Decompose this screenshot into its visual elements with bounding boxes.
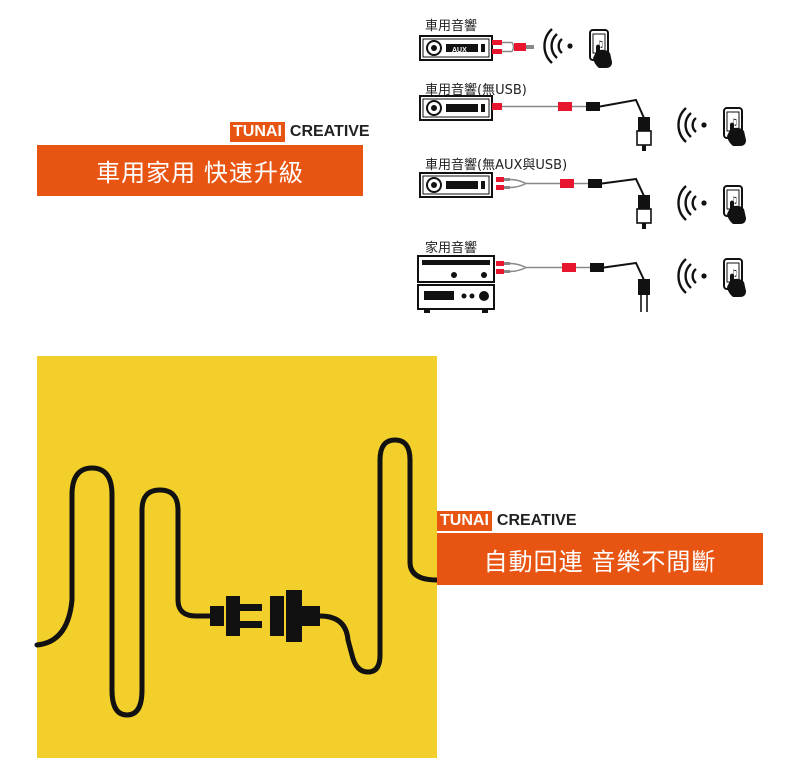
brand-creative-bottom: CREATIVE [496,512,577,529]
label-home-audio: 家用音響 [425,241,478,256]
aux-tag: AUX [452,47,467,54]
banner-top: 車用家用 快速升級 [37,145,363,196]
row-car-audio-no-usb-diagram [419,95,747,151]
row-car-audio-diagram: AUX [419,27,613,69]
brand-creative: CREATIVE [289,123,370,140]
plug-illustration-panel [37,356,437,758]
label-car-audio-no-usb: 車用音響(無USB) [425,83,527,98]
label-car-audio: 車用音響 [425,19,478,34]
brand-tunai-bottom: TUNAI [437,511,492,531]
brand-logo-bottom: TUNAI CREATIVE [437,511,577,531]
socket-icon [270,590,320,642]
banner-bottom: 自動回連 音樂不間斷 [437,533,763,585]
cable-left [34,465,213,718]
banner-bottom-text: 自動回連 音樂不間斷 [483,548,717,576]
plug-icon [210,596,262,636]
banner-top-text: 車用家用 快速升級 [96,160,304,187]
brand-logo-top: TUNAI CREATIVE [230,122,370,142]
cable-right [317,437,440,675]
row-home-audio-diagram [417,255,747,313]
brand-tunai: TUNAI [230,122,285,142]
label-car-audio-no-aux-usb: 車用音響(無AUX與USB) [425,158,568,173]
connection-diagram: ♫ AUX [417,27,747,313]
row-car-audio-no-aux-usb-diagram [419,172,747,229]
